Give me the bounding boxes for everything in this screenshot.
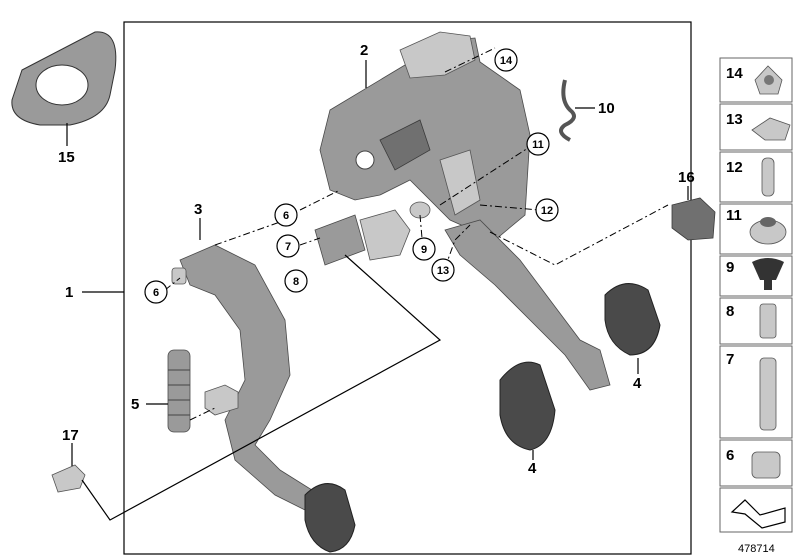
dash-line-12 (479, 204, 541, 211)
sidebar-box-7: 7 (719, 345, 793, 439)
lead-line-17 (81, 254, 442, 521)
svg-text:8: 8 (293, 276, 299, 288)
dash-line-6b (164, 277, 181, 291)
spring-10-shape (559, 79, 576, 142)
callout-circle-9: 9 (412, 237, 436, 261)
svg-text:7: 7 (285, 241, 291, 253)
callout-circle-11: 11 (526, 132, 550, 156)
callout-3: 3 (194, 201, 202, 218)
callout-circle-14: 14 (494, 48, 518, 72)
sidebar-box-13: 13 (719, 103, 793, 151)
dash-line-14 (444, 47, 496, 73)
assembly-frame (123, 21, 692, 555)
svg-text:13: 13 (726, 111, 743, 128)
svg-text:6: 6 (726, 447, 734, 464)
pedal-pad-4a-shape (604, 283, 661, 356)
svg-text:6: 6 (153, 287, 159, 299)
callout-circle-6b: 6 (144, 280, 168, 304)
reference-number: 478714 (738, 543, 775, 555)
callout-circle-6a: 6 (274, 203, 298, 227)
callout-circle-8: 8 (284, 269, 308, 293)
sidebar-box-12: 12 (719, 151, 793, 203)
svg-text:12: 12 (541, 205, 553, 217)
direction-arrow-icon (730, 499, 786, 529)
dash-line-6a (299, 189, 341, 211)
svg-text:8: 8 (726, 303, 734, 320)
switch-16-shape (671, 197, 716, 241)
svg-text:11: 11 (726, 207, 742, 224)
callout-circle-12: 12 (535, 198, 559, 222)
svg-text:12: 12 (726, 159, 743, 176)
callout-circle-7: 7 (276, 234, 300, 258)
svg-text:11: 11 (532, 139, 544, 151)
svg-text:7: 7 (726, 351, 734, 368)
callout-4a: 4 (633, 375, 642, 392)
svg-text:6: 6 (283, 210, 289, 222)
dash-line-5 (189, 407, 216, 421)
dash-line-9 (419, 214, 423, 239)
pedal-box-2-shape (319, 31, 531, 241)
callout-10: 10 (598, 100, 615, 117)
svg-text:13: 13 (437, 265, 449, 277)
gasket-15-shape (11, 31, 117, 126)
svg-text:9: 9 (421, 244, 427, 256)
callout-2: 2 (360, 42, 368, 59)
pedal-pad-4b-shape (499, 361, 556, 451)
svg-text:14: 14 (726, 65, 743, 82)
callout-17: 17 (62, 427, 79, 444)
svg-text:14: 14 (500, 55, 513, 67)
bracket-shape (204, 384, 239, 416)
sidebar-box-6: 6 (719, 439, 793, 487)
dash-line-3 (214, 221, 281, 246)
callout-16: 16 (678, 169, 695, 186)
sidebar-parts-list: 14 13 12 11 9 8 (719, 57, 793, 533)
brake-pedal-arm-shape (444, 219, 611, 391)
pedal-pad-left-shape (304, 483, 356, 553)
spring-5-shape (167, 349, 191, 433)
dash-line-11 (439, 147, 529, 206)
callout-circle-13: 13 (431, 258, 455, 282)
dash-line-7 (299, 237, 321, 246)
callout-1: 1 (65, 284, 73, 301)
callout-15: 15 (58, 149, 75, 166)
actuator-assembly-shape (314, 201, 431, 266)
clip-17-shape (51, 464, 86, 493)
svg-text:9: 9 (726, 259, 734, 276)
callout-5: 5 (131, 396, 139, 413)
sidebar-box-8: 8 (719, 297, 793, 345)
sidebar-box-14: 14 (719, 57, 793, 103)
sidebar-box-11: 11 (719, 203, 793, 255)
sidebar-box-arrow (719, 487, 793, 533)
sidebar-box-9: 9 (719, 255, 793, 297)
callout-4b: 4 (528, 460, 537, 477)
